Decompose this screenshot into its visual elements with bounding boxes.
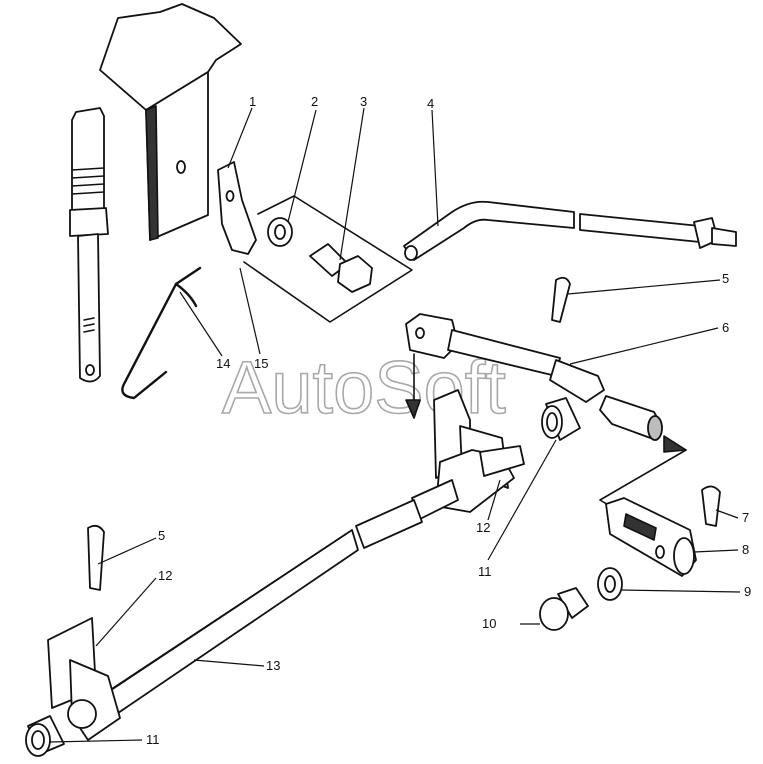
pin-part-10 xyxy=(539,587,589,631)
callout-8: 8 xyxy=(742,542,749,557)
callout-3: 3 xyxy=(360,94,367,109)
fork-part-8 xyxy=(605,497,697,577)
cotter-pin-part-5b xyxy=(87,524,105,591)
callout-5b: 5 xyxy=(158,528,165,543)
callout-5a: 5 xyxy=(722,271,729,286)
callout-2: 2 xyxy=(311,94,318,109)
rod-part-4 xyxy=(403,200,737,261)
rod-part-6 xyxy=(405,313,663,441)
callout-1: 1 xyxy=(249,94,256,109)
bracket-part-1 xyxy=(217,161,257,255)
callout-labels: 1 2 3 4 5 6 7 8 9 10 11 12 5 12 13 11 14… xyxy=(146,94,751,747)
spring-part-14 xyxy=(121,266,202,400)
shaft-part-13 xyxy=(83,445,525,729)
callout-7: 7 xyxy=(742,510,749,525)
panel-cutaway xyxy=(99,3,242,241)
callout-6: 6 xyxy=(722,320,729,335)
callout-11a: 11 xyxy=(478,564,492,579)
callout-14: 14 xyxy=(216,356,230,371)
callout-12a: 12 xyxy=(476,520,490,535)
bushing-part-11a xyxy=(541,397,581,441)
callout-9: 9 xyxy=(744,584,751,599)
callout-13: 13 xyxy=(266,658,280,673)
callout-4: 4 xyxy=(427,96,434,111)
cotter-pin-part-7 xyxy=(701,485,721,527)
callout-12b: 12 xyxy=(158,568,172,583)
lock-washer-part-2 xyxy=(267,217,293,247)
cotter-pin-part-5a xyxy=(551,276,571,323)
assembly-plane xyxy=(243,195,413,323)
lower-bracket xyxy=(47,617,121,741)
callout-10: 10 xyxy=(482,616,496,631)
bolt-part-3 xyxy=(309,243,373,293)
nut-part-9 xyxy=(597,567,623,601)
callout-15: 15 xyxy=(254,356,268,371)
bushing-part-11b xyxy=(25,715,65,757)
lever-with-knob xyxy=(69,107,109,383)
callout-11b: 11 xyxy=(146,732,160,747)
leader-lines xyxy=(49,107,741,743)
